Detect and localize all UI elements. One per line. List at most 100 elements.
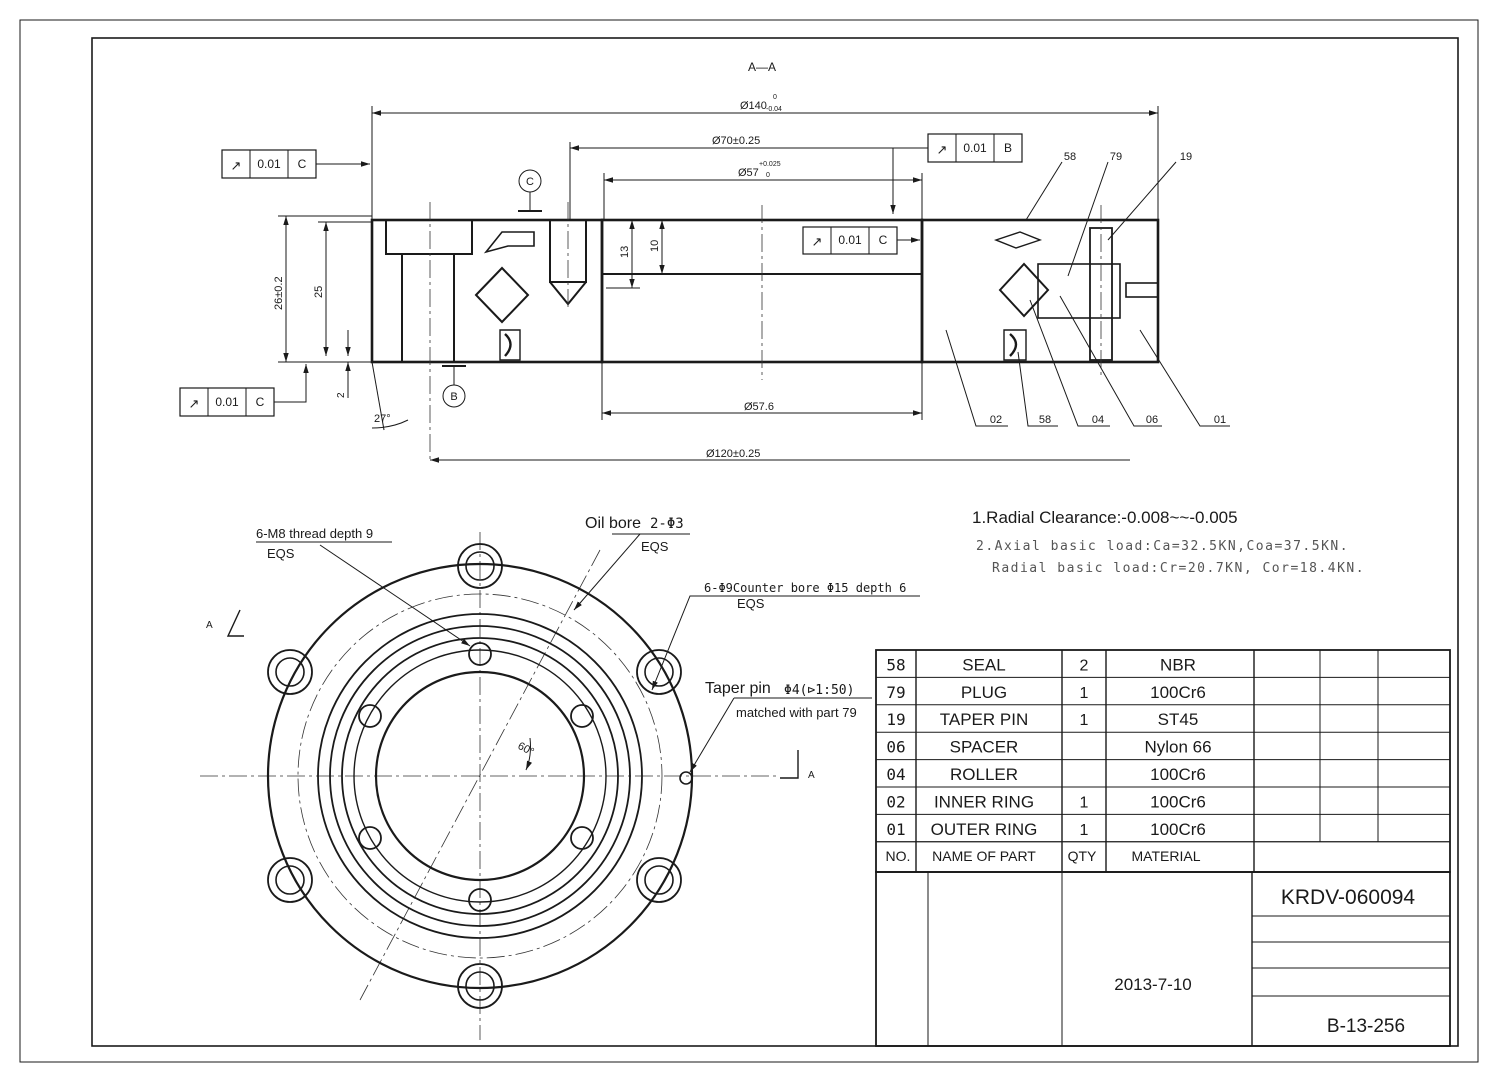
section-mark-left xyxy=(226,609,244,637)
runout-box-2: ↗ 0.01 B xyxy=(890,133,1023,214)
technical-notes: 1.Radial Clearance:-0.008~~-0.005 2.Axia… xyxy=(972,508,1365,576)
bom-header-no: NO. xyxy=(886,848,911,864)
bom-material: Nylon 66 xyxy=(1144,738,1211,757)
svg-text:B: B xyxy=(450,391,457,403)
bom-no: 06 xyxy=(886,738,905,757)
threaded-holes xyxy=(358,642,594,912)
bom-header-name: NAME OF PART xyxy=(932,848,1036,864)
section-label-right: A xyxy=(808,770,815,781)
svg-text:B: B xyxy=(1004,141,1012,155)
note-radial-clearance: 1.Radial Clearance:-0.008~~-0.005 xyxy=(972,508,1238,527)
svg-text:0.01: 0.01 xyxy=(838,233,862,247)
svg-text:02: 02 xyxy=(990,414,1002,426)
svg-text:↗: ↗ xyxy=(231,158,242,173)
bom-name: TAPER PIN xyxy=(940,710,1028,729)
dim-d140-upper-tol: 0 xyxy=(773,94,777,101)
svg-text:04: 04 xyxy=(1092,414,1104,426)
dim-d57-6: Ø57.6 xyxy=(744,401,774,413)
svg-text:06: 06 xyxy=(1146,414,1158,426)
bom-name: PLUG xyxy=(961,683,1007,702)
right-ring-section xyxy=(920,218,1160,364)
svg-text:79: 79 xyxy=(1110,151,1122,163)
section-label-left: A xyxy=(206,620,213,631)
svg-text:↗: ↗ xyxy=(812,234,823,249)
bom-no: 19 xyxy=(886,710,905,729)
title-block: KRDV-060094 2013-7-10 B-13-256 xyxy=(875,871,1451,1047)
part-number: KRDV-060094 xyxy=(1281,886,1416,909)
section-view: A—A Ø140 0 -0.04 Ø70±0.25 Ø57 +0.025 0 ↗… xyxy=(179,60,1230,463)
bom-name: SPACER xyxy=(950,738,1019,757)
oil-bore-eqs: EQS xyxy=(641,539,669,554)
runout-box-4: ↗ 0.01 C xyxy=(179,364,309,417)
svg-text:0.01: 0.01 xyxy=(963,141,987,155)
note-radial-load: Radial basic load:Cr=20.7KN, Cor=18.4KN. xyxy=(992,561,1365,576)
outer-border xyxy=(19,19,1479,1063)
bom-material: 100Cr6 xyxy=(1150,683,1206,702)
bom-name: OUTER RING xyxy=(931,820,1038,839)
oil-bore-label: Oil bore xyxy=(585,515,641,532)
bom-no: 01 xyxy=(886,820,905,839)
note-axial-load: 2.Axial basic load:Ca=32.5KN,Coa=37.5KN. xyxy=(976,539,1349,554)
thread-eqs: EQS xyxy=(267,546,295,561)
dim-h13: 13 xyxy=(619,246,631,258)
svg-text:C: C xyxy=(879,233,888,247)
bom-name: SEAL xyxy=(962,655,1005,674)
svg-text:19: 19 xyxy=(1180,151,1192,163)
section-mark-right xyxy=(780,750,799,779)
bom-material: 100Cr6 xyxy=(1150,820,1206,839)
bom-qty: 1 xyxy=(1080,822,1089,839)
part-balloons: 58 79 19 02 58 04 06 01 xyxy=(945,151,1230,427)
plan-view: 6-M8 thread depth 9 EQS Oil bore 2-Φ3 EQ… xyxy=(200,515,920,1040)
svg-text:C: C xyxy=(256,395,265,409)
runout-box-1: ↗ 0.01 C xyxy=(221,149,370,179)
section-title: A—A xyxy=(748,60,776,74)
bom-name: ROLLER xyxy=(950,765,1018,784)
bom-no: 04 xyxy=(886,765,905,784)
inner-border xyxy=(91,37,1459,1047)
dim-d57-lower-tol: 0 xyxy=(766,172,770,179)
drawing-date: 2013-7-10 xyxy=(1114,975,1192,994)
dim-d140: Ø140 xyxy=(740,100,767,112)
taper-pin-label: Taper pin xyxy=(705,680,771,697)
roller-section xyxy=(998,262,1050,318)
datum-c: C xyxy=(518,169,542,212)
thread-note: 6-M8 thread depth 9 xyxy=(256,526,373,541)
bom-material: NBR xyxy=(1160,655,1196,674)
dim-h2: 2 xyxy=(336,392,347,398)
drawing-number: B-13-256 xyxy=(1327,1016,1405,1037)
svg-text:58: 58 xyxy=(1039,414,1051,426)
counterbore-holes xyxy=(267,543,682,1009)
svg-text:↗: ↗ xyxy=(937,142,948,157)
bom-qty: 1 xyxy=(1080,794,1089,811)
angle-label: 60° xyxy=(516,740,536,758)
bom-qty: 2 xyxy=(1080,657,1089,674)
bore-circle xyxy=(374,670,586,882)
dim-h25: 25 xyxy=(313,286,325,298)
counterbore-note: 6-Φ9Counter bore Φ15 depth 6 xyxy=(704,581,906,595)
bom-material: ST45 xyxy=(1158,710,1199,729)
bom-no: 79 xyxy=(886,683,905,702)
datum-b: B xyxy=(442,365,466,408)
bom-header-material: MATERIAL xyxy=(1132,848,1201,864)
bom-no: 58 xyxy=(886,655,905,674)
svg-text:58: 58 xyxy=(1064,151,1076,163)
dim-h10: 10 xyxy=(649,240,661,252)
bom-material: 100Cr6 xyxy=(1150,765,1206,784)
bom-name: INNER RING xyxy=(934,792,1034,811)
taper-pin-hole xyxy=(679,771,693,785)
svg-text:0.01: 0.01 xyxy=(215,395,239,409)
taper-pin-note: matched with part 79 xyxy=(736,705,857,720)
bom-no: 02 xyxy=(886,792,905,811)
dim-d57: Ø57 xyxy=(738,167,759,179)
bom-qty: 1 xyxy=(1080,712,1089,729)
dim-d140-lower-tol: -0.04 xyxy=(766,106,782,113)
dim-d120: Ø120±0.25 xyxy=(706,448,760,460)
dim-angle27: 27° xyxy=(374,413,391,425)
bom-qty: 1 xyxy=(1080,685,1089,702)
svg-text:C: C xyxy=(526,176,534,188)
taper-pin-spec: Φ4(⊳1:50) xyxy=(784,683,854,698)
svg-text:↗: ↗ xyxy=(189,396,200,411)
svg-text:C: C xyxy=(298,157,307,171)
